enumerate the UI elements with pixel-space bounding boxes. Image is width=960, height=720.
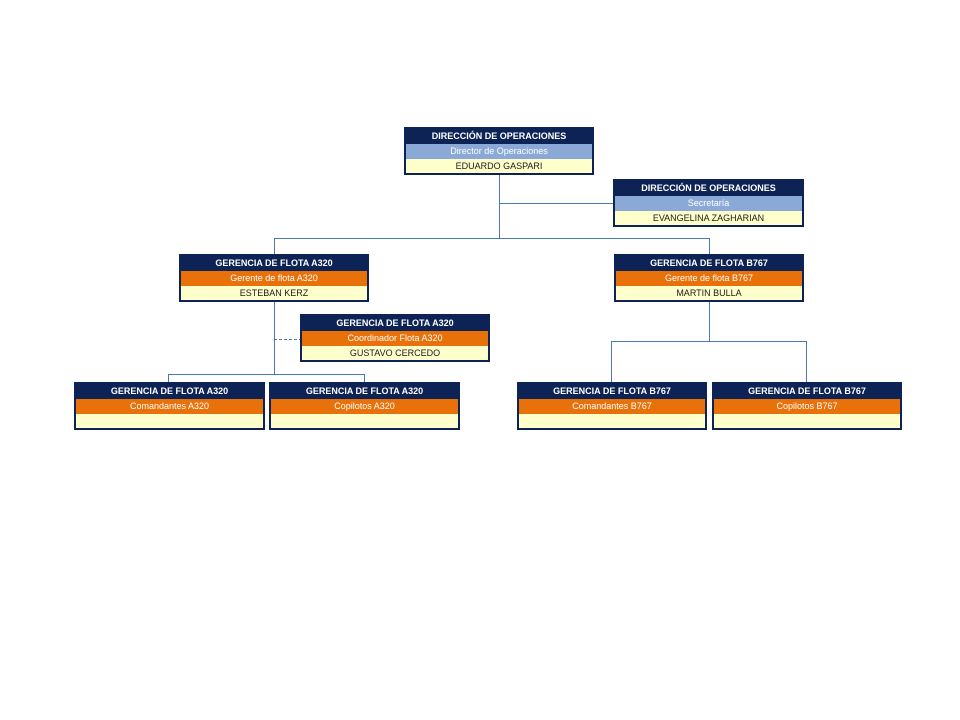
manager-b767-box: GERENCIA DE FLOTA B767 Gerente de flota … <box>614 254 804 302</box>
box-role: Gerente de flota B767 <box>616 271 802 286</box>
connector-to-copilots-b767 <box>806 341 807 384</box>
box-role: Director de Operaciones <box>406 144 592 159</box>
manager-a320-box: GERENCIA DE FLOTA A320 Gerente de flota … <box>179 254 369 302</box>
box-person-name: GUSTAVO CERCEDO <box>302 346 488 360</box>
box-role: Copilotos B767 <box>714 399 900 414</box>
connector-to-captains-b767 <box>611 341 612 384</box>
connector-to-b767 <box>709 238 710 256</box>
box-person-name <box>714 414 900 428</box>
box-title: DIRECCIÓN DE OPERACIONES <box>615 181 802 196</box>
box-title: GERENCIA DE FLOTA B767 <box>616 256 802 271</box>
copilots-b767-box: GERENCIA DE FLOTA B767 Copilotos B767 <box>712 382 902 430</box>
captains-a320-box: GERENCIA DE FLOTA A320 Comandantes A320 <box>74 382 265 430</box>
box-person-name: MARTIN BULLA <box>616 286 802 300</box>
connector-managers-bar <box>274 238 710 239</box>
box-person-name: EVANGELINA ZAGHARIAN <box>615 211 802 225</box>
box-person-name <box>519 414 705 428</box>
box-title: GERENCIA DE FLOTA A320 <box>302 316 488 331</box>
box-role: Copilotos A320 <box>271 399 458 414</box>
connector-a320-down <box>274 301 275 375</box>
connector-secretary <box>499 203 613 204</box>
box-person-name <box>76 414 263 428</box>
box-role: Comandantes B767 <box>519 399 705 414</box>
box-role: Coordinador Flota A320 <box>302 331 488 346</box>
connector-to-captains-a320 <box>168 374 169 384</box>
box-title: DIRECCIÓN DE OPERACIONES <box>406 129 592 144</box>
connector-coordinator-dashed <box>274 339 302 340</box>
connector-b767-down <box>709 301 710 342</box>
box-title: GERENCIA DE FLOTA B767 <box>714 384 900 399</box>
coordinator-a320-box: GERENCIA DE FLOTA A320 Coordinador Flota… <box>300 314 490 362</box>
connector-b767-crew-bar <box>611 341 807 342</box>
connector-director-down <box>499 174 500 239</box>
box-role: Comandantes A320 <box>76 399 263 414</box>
box-title: GERENCIA DE FLOTA A320 <box>181 256 367 271</box>
box-title: GERENCIA DE FLOTA A320 <box>76 384 263 399</box>
box-person-name: ESTEBAN KERZ <box>181 286 367 300</box>
connector-to-copilots-a320 <box>364 374 365 384</box>
captains-b767-box: GERENCIA DE FLOTA B767 Comandantes B767 <box>517 382 707 430</box>
box-role: Secretaría <box>615 196 802 211</box>
secretary-box: DIRECCIÓN DE OPERACIONES Secretaría EVAN… <box>613 179 804 227</box>
box-role: Gerente de flota A320 <box>181 271 367 286</box>
box-person-name: EDUARDO GASPARI <box>406 159 592 173</box>
director-box: DIRECCIÓN DE OPERACIONES Director de Ope… <box>404 127 594 175</box>
connector-a320-crew-bar <box>168 374 365 375</box>
connector-to-a320 <box>274 238 275 256</box>
box-title: GERENCIA DE FLOTA B767 <box>519 384 705 399</box>
box-person-name <box>271 414 458 428</box>
box-title: GERENCIA DE FLOTA A320 <box>271 384 458 399</box>
copilots-a320-box: GERENCIA DE FLOTA A320 Copilotos A320 <box>269 382 460 430</box>
